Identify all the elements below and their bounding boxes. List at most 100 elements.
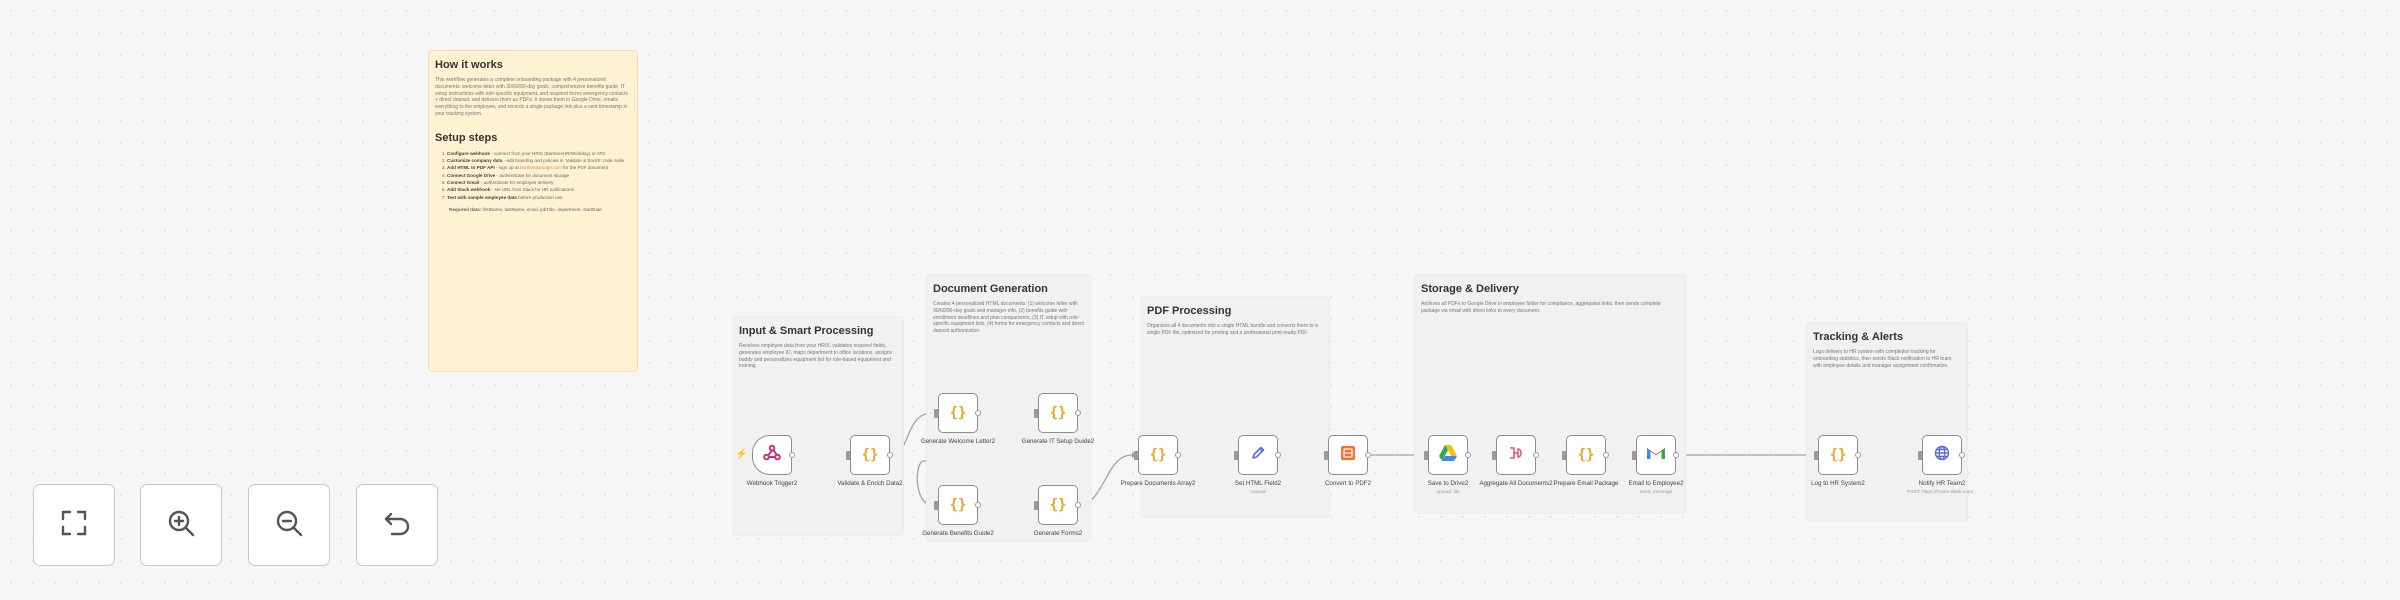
output-port[interactable] — [1275, 452, 1281, 458]
node-label: Generate Forms2 — [1033, 530, 1083, 537]
node-generate-benefits-guide[interactable]: {} — [938, 485, 978, 525]
output-port[interactable] — [1075, 410, 1081, 416]
node-label: Notify HR Team2 — [1918, 480, 1966, 487]
output-port[interactable] — [1175, 452, 1181, 458]
code-braces-icon: {} — [1577, 447, 1595, 463]
input-port[interactable] — [1918, 451, 1923, 460]
sticky-subtitle: Setup steps — [435, 131, 498, 144]
sticky-body: This workflow generates a complete onboa… — [435, 77, 628, 117]
sticky-title: Storage & Delivery — [1421, 283, 1519, 295]
output-port[interactable] — [1365, 452, 1371, 458]
sticky-title: Document Generation — [933, 283, 1048, 295]
node-email-to-employee[interactable] — [1636, 435, 1676, 475]
code-braces-icon: {} — [861, 447, 879, 463]
zoom-in-button[interactable] — [140, 484, 222, 566]
output-port[interactable] — [975, 410, 981, 416]
sticky-title: Input & Smart Processing — [739, 325, 874, 337]
input-port[interactable] — [1424, 451, 1429, 460]
input-port[interactable] — [1034, 501, 1039, 510]
code-braces-icon: {} — [949, 497, 967, 513]
output-port[interactable] — [1533, 452, 1539, 458]
output-port[interactable] — [1603, 452, 1609, 458]
zoom-out-icon — [274, 508, 304, 543]
node-label: Generate Benefits Guide2 — [922, 530, 994, 537]
reset-zoom-button[interactable] — [356, 484, 438, 566]
input-port[interactable] — [1234, 451, 1239, 460]
google-drive-icon — [1438, 444, 1458, 467]
node-log-to-hr-system[interactable]: {} — [1818, 435, 1858, 475]
output-port[interactable] — [1075, 502, 1081, 508]
setup-step: Connect Gmail - authenticate for employe… — [447, 179, 631, 186]
setup-step: Configure webhook - connect from your HR… — [447, 150, 631, 157]
sticky-title: How it works — [435, 59, 503, 71]
node-label: Validate & Enrich Data2 — [837, 480, 903, 487]
node-label: Generate Welcome Letter2 — [920, 438, 996, 445]
node-subtitle: POST: https://hooks.slack.com/... — [1906, 490, 1978, 495]
code-braces-icon: {} — [1829, 447, 1847, 463]
node-label: Webhook Trigger2 — [746, 480, 798, 487]
aggregate-icon — [1507, 444, 1525, 467]
input-port[interactable] — [1814, 451, 1819, 460]
node-generate-it-setup-guide[interactable]: {} — [1038, 393, 1078, 433]
gmail-icon — [1646, 445, 1666, 466]
node-prepare-documents-array[interactable]: {} — [1138, 435, 1178, 475]
setup-step: Connect Google Drive - authenticate for … — [447, 172, 631, 179]
code-braces-icon: {} — [949, 405, 967, 421]
pencil-icon — [1249, 444, 1267, 467]
node-subtitle: upload: file — [1436, 490, 1460, 495]
output-port[interactable] — [1673, 452, 1679, 458]
code-braces-icon: {} — [1149, 447, 1167, 463]
setup-step: Add HTML to PDF API - sign up at htmlcss… — [447, 164, 631, 171]
input-port[interactable] — [934, 501, 939, 510]
code-braces-icon: {} — [1049, 497, 1067, 513]
node-label: Save to Drive2 — [1427, 480, 1469, 487]
input-port[interactable] — [1492, 451, 1497, 460]
node-generate-welcome-letter[interactable]: {} — [938, 393, 978, 433]
output-port[interactable] — [1855, 452, 1861, 458]
input-port[interactable] — [934, 409, 939, 418]
sticky-note-input[interactable]: Input & Smart Processing Receives employ… — [732, 316, 904, 536]
node-validate-enrich[interactable]: {} — [850, 435, 890, 475]
output-port[interactable] — [1959, 452, 1965, 458]
input-port[interactable] — [1134, 451, 1139, 460]
input-port[interactable] — [1562, 451, 1567, 460]
zoom-in-icon — [166, 508, 196, 543]
sticky-title: Tracking & Alerts — [1813, 331, 1904, 343]
node-webhook-trigger[interactable] — [752, 435, 792, 475]
node-save-to-drive[interactable] — [1428, 435, 1468, 475]
input-port[interactable] — [1324, 451, 1329, 460]
node-notify-hr-team[interactable] — [1922, 435, 1962, 475]
output-port[interactable] — [975, 502, 981, 508]
input-port[interactable] — [846, 451, 851, 460]
code-braces-icon: {} — [1049, 405, 1067, 421]
setup-step: Test with sample employee data before pr… — [447, 194, 631, 201]
sticky-note-tracking-alerts[interactable]: Tracking & Alerts Logs delivery to HR sy… — [1806, 322, 1968, 522]
fit-view-icon — [59, 508, 89, 543]
sticky-body: Creates 4 personalized HTML documents: (… — [933, 301, 1084, 334]
sticky-note-storage-delivery[interactable]: Storage & Delivery Archives all PDFs to … — [1414, 274, 1686, 514]
node-subtitle: send: message — [1639, 490, 1673, 495]
pdf-convert-icon — [1339, 444, 1357, 467]
node-aggregate-all-documents[interactable] — [1496, 435, 1536, 475]
node-generate-forms[interactable]: {} — [1038, 485, 1078, 525]
node-set-html-field[interactable] — [1238, 435, 1278, 475]
output-port[interactable] — [789, 452, 795, 458]
node-label: Aggregate All Documents2 — [1479, 480, 1553, 487]
node-convert-to-pdf[interactable] — [1328, 435, 1368, 475]
node-label: Set HTML Field2 — [1234, 480, 1282, 487]
output-port[interactable] — [887, 452, 893, 458]
input-port[interactable] — [1034, 409, 1039, 418]
zoom-out-button[interactable] — [248, 484, 330, 566]
setup-step: Customize company data - edit branding a… — [447, 157, 631, 164]
sticky-note-overview[interactable]: How it works This workflow generates a c… — [428, 50, 638, 372]
node-label: Prepare Documents Array2 — [1120, 480, 1196, 487]
sticky-body: Logs delivery to HR system with completi… — [1813, 349, 1952, 369]
sticky-body: Archives all PDFs to Google Drive in emp… — [1421, 301, 1661, 314]
sticky-note-pdf-processing[interactable]: PDF Processing Organizes all 4 documents… — [1140, 296, 1330, 518]
node-prepare-email-package[interactable]: {} — [1566, 435, 1606, 475]
node-label: Generate IT Setup Guide2 — [1021, 438, 1095, 445]
fit-view-button[interactable] — [33, 484, 115, 566]
sticky-title: PDF Processing — [1147, 305, 1232, 317]
output-port[interactable] — [1465, 452, 1471, 458]
input-port[interactable] — [1632, 451, 1637, 460]
